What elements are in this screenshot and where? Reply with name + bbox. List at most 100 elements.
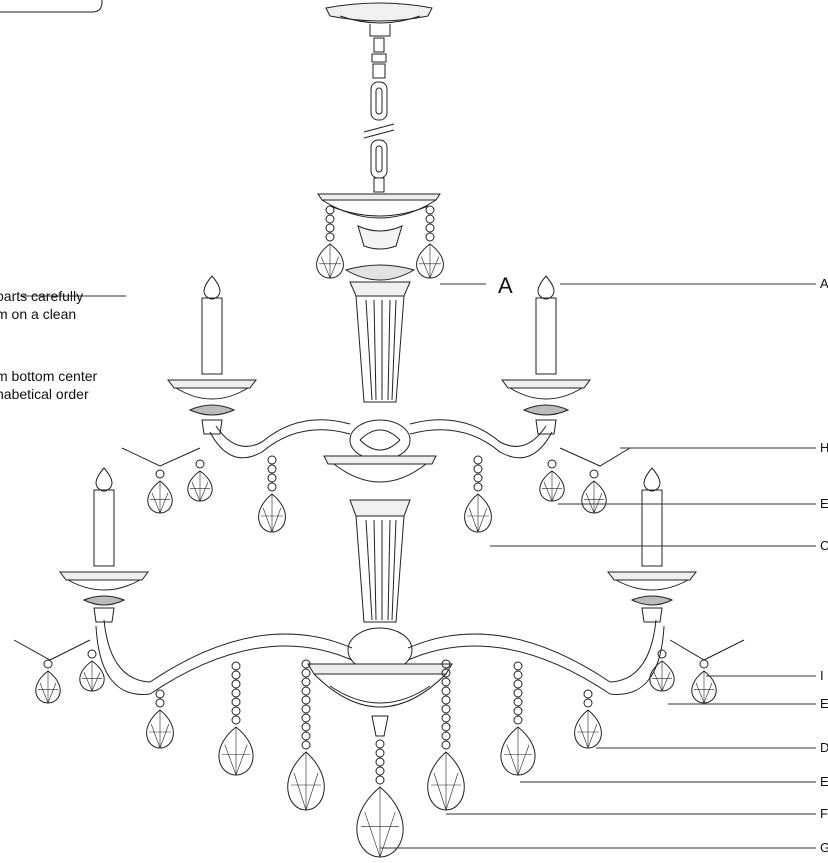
crystal-bead — [699, 659, 709, 669]
crystal-bead — [195, 459, 205, 469]
crystal-bead — [473, 455, 483, 465]
crystal-bead — [301, 677, 311, 687]
crystal-bead — [513, 679, 523, 689]
crystal-bead — [441, 713, 451, 723]
crystal-bead — [513, 670, 523, 680]
instruction-line-1: parts carefully — [0, 288, 84, 304]
crystal-facet — [694, 671, 714, 704]
crystal-bead — [301, 686, 311, 696]
crystal-bead — [425, 205, 435, 215]
upper-column — [349, 281, 411, 461]
crystal-bead — [375, 775, 385, 785]
crystal-bead — [231, 697, 241, 707]
instruction-line-4: habetical order — [0, 386, 89, 402]
crystal-bead — [375, 757, 385, 767]
crystal-bead — [87, 649, 97, 659]
callout-label: H — [820, 440, 828, 455]
crystal-bead — [375, 739, 385, 749]
crystal-bead — [231, 670, 241, 680]
upper-bobeche — [317, 193, 441, 281]
crystal-facet — [584, 481, 604, 514]
crystal-facet — [504, 727, 532, 776]
crystal-bead — [441, 731, 451, 741]
ceiling-canopy — [325, 2, 433, 37]
crystal-bead — [513, 661, 523, 671]
crystal-bead — [473, 473, 483, 483]
crystal-facet — [577, 710, 599, 749]
crystal-bead — [301, 713, 311, 723]
crystal-bead — [301, 740, 311, 750]
crystal-bead — [301, 731, 311, 741]
crystal-bead — [441, 677, 451, 687]
middle-collar — [323, 455, 437, 673]
crystal-bead — [589, 469, 599, 479]
crystal-bead — [441, 668, 451, 678]
crystal-bead — [325, 205, 335, 215]
crystal-bead — [583, 689, 593, 699]
crystal-facet — [38, 671, 58, 704]
crystal-bead — [155, 469, 165, 479]
callout-label: E — [820, 496, 828, 511]
crystal-bead — [375, 748, 385, 758]
crystal-bead — [547, 459, 557, 469]
crystal-facet — [652, 661, 672, 692]
crystal-bead — [513, 715, 523, 725]
crystal-bead — [43, 659, 53, 669]
crystal-facet — [190, 471, 210, 502]
crystal-drops — [35, 205, 717, 858]
crystal-bead — [231, 661, 241, 671]
instruction-line-2: m on a clean — [0, 306, 77, 322]
crystal-bead — [267, 455, 277, 465]
crystal-bead — [441, 659, 451, 669]
crystal-bead — [513, 697, 523, 707]
crystal-bead — [425, 214, 435, 224]
crystal-bead — [441, 704, 451, 714]
crystal-bead — [375, 766, 385, 776]
crystal-bead — [267, 464, 277, 474]
crystal-bead — [441, 686, 451, 696]
crystal-bead — [441, 740, 451, 750]
crystal-bead — [425, 232, 435, 242]
crystal-bead — [441, 722, 451, 732]
callout-label: C — [820, 538, 828, 553]
chain — [363, 37, 395, 193]
crystal-facet — [261, 494, 283, 533]
callout-label: I — [820, 668, 824, 683]
callout-label: D — [820, 740, 828, 755]
crystal-bead — [301, 704, 311, 714]
crystal-bead — [513, 688, 523, 698]
crystal-facet — [291, 752, 321, 811]
crystal-bead — [231, 706, 241, 716]
crystal-bead — [325, 232, 335, 242]
crystal-bead — [267, 482, 277, 492]
candle-lower-left — [59, 467, 149, 623]
crystal-facet — [82, 661, 102, 692]
crystal-bead — [473, 464, 483, 474]
crystal-bead — [325, 214, 335, 224]
crystal-bead — [301, 668, 311, 678]
callout-label: A — [820, 276, 828, 291]
crystal-bead — [301, 659, 311, 669]
crystal-facet — [222, 727, 250, 776]
crystal-facet — [431, 752, 461, 811]
crystal-bead — [425, 223, 435, 233]
crystal-bead — [301, 695, 311, 705]
crystal-bead — [657, 649, 667, 659]
crystal-facet — [319, 244, 341, 279]
callout-label: E — [820, 696, 828, 711]
crystal-bead — [231, 715, 241, 725]
callout-label: E — [820, 774, 828, 789]
crystal-bead — [155, 689, 165, 699]
upper-arms — [209, 419, 553, 459]
candle-lower-right — [607, 467, 697, 623]
candle-upper-left — [167, 275, 257, 435]
crystal-bead — [155, 698, 165, 708]
lower-arms — [95, 619, 665, 695]
callout-label: G — [820, 840, 828, 855]
instruction-line-3: m bottom center — [0, 368, 98, 384]
crystal-facet — [542, 471, 562, 502]
lower-bowl — [307, 663, 453, 737]
crystal-bead — [325, 223, 335, 233]
crystal-bead — [231, 688, 241, 698]
